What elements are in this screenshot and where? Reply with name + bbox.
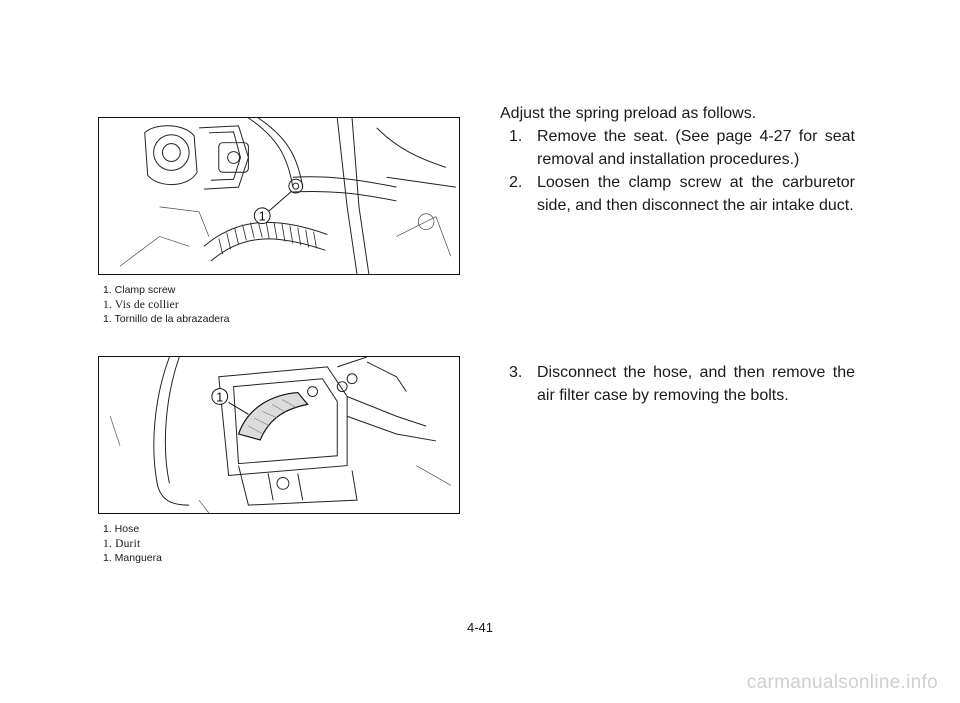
step-text: Disconnect the hose, and then remove the… [537, 364, 855, 404]
step-item: 1. Remove the seat. (See page 4-27 for s… [509, 125, 855, 171]
figure1-callout: 1 [259, 209, 266, 224]
step-number: 2. [509, 174, 523, 191]
watermark: carmanualsonline.info [746, 672, 938, 693]
figure-hose: 1 [98, 356, 460, 514]
step-item: 3. Disconnect the hose, and then remove … [509, 361, 855, 407]
caption-french: 1. Vis de collier [103, 298, 179, 311]
page-number: 4-41 [466, 620, 494, 635]
caption-english: 1. Hose [103, 523, 140, 535]
step-text: Loosen the clamp screw at the carburetor… [537, 174, 855, 214]
step-item: 2. Loosen the clamp screw at the carbure… [509, 171, 855, 217]
procedure-intro: Adjust the spring preload as follows. [500, 105, 757, 122]
figure-clamp-screw: 1 [98, 117, 460, 275]
caption-spanish: 1. Manguera [103, 552, 162, 564]
caption-french: 1. Durit [103, 537, 141, 550]
hose-illustration: 1 [109, 357, 451, 513]
figure1-caption: 1. Clamp screw 1. Vis de collier 1. Torn… [103, 283, 229, 327]
figure2-callout: 1 [216, 389, 223, 404]
procedure-steps-top: 1. Remove the seat. (See page 4-27 for s… [509, 125, 855, 217]
clamp-screw-illustration: 1 [119, 118, 456, 274]
procedure-steps-bottom: 3. Disconnect the hose, and then remove … [509, 361, 855, 407]
figure2-caption: 1. Hose 1. Durit 1. Manguera [103, 522, 162, 566]
caption-english: 1. Clamp screw [103, 284, 176, 296]
step-number: 3. [509, 364, 523, 381]
step-text: Remove the seat. (See page 4-27 for seat… [537, 128, 855, 168]
caption-spanish: 1. Tornillo de la abrazadera [103, 313, 230, 325]
step-number: 1. [509, 128, 523, 145]
